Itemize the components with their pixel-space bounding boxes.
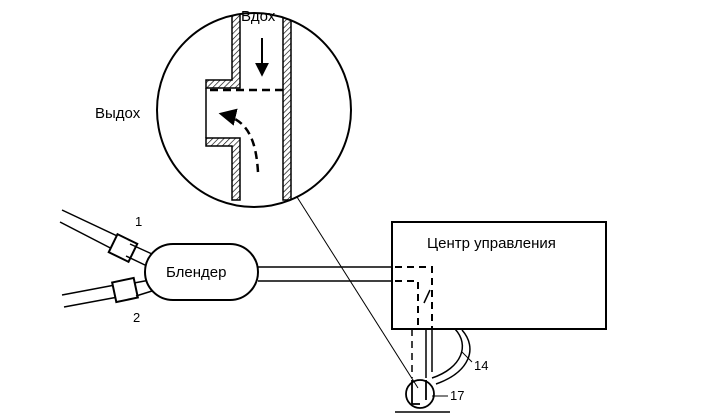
valve-2	[110, 276, 140, 304]
right-wall	[282, 13, 292, 201]
exhaust-tube-14	[431, 328, 464, 379]
label-1: 1	[135, 214, 142, 229]
patient-connector	[395, 379, 450, 413]
patient-tube-right	[425, 329, 433, 378]
label-control-center: Центр управления	[427, 235, 556, 252]
label-2: 2	[133, 310, 140, 325]
left-upper-wall	[205, 13, 241, 89]
label-inhale: Вдох	[241, 8, 276, 25]
label-17: 17	[450, 388, 464, 403]
gas-inputs	[59, 209, 153, 308]
leader-line	[296, 196, 419, 389]
blender-box	[144, 243, 259, 301]
label-exhale: Выдох	[95, 105, 141, 122]
internal-dashed-path	[395, 266, 433, 329]
exhale-dashed-path	[218, 108, 260, 173]
magnified-detail	[156, 12, 352, 208]
label-blender: Блендер	[166, 264, 227, 281]
magnifier-circle	[156, 12, 352, 208]
label-14: 14	[474, 358, 488, 373]
control-center-box	[391, 221, 607, 330]
left-lower-wall	[205, 137, 241, 201]
valve-1	[107, 232, 139, 264]
